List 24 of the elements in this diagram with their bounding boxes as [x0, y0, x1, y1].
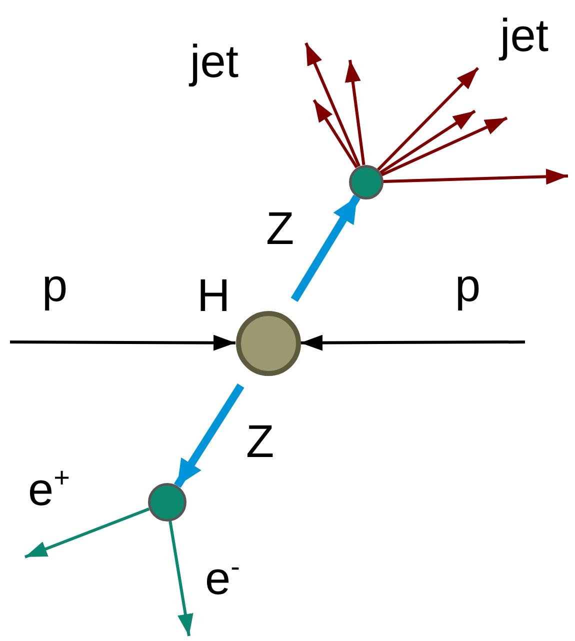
vertex-circle: [348, 164, 384, 200]
jet-label: jet: [190, 38, 239, 84]
arrow: [381, 116, 508, 176]
arrow: [304, 42, 361, 167]
arrow: [380, 110, 476, 174]
edge-label: e$^{-}$: [205, 555, 240, 601]
edge-label: e$^{+}$: [28, 466, 70, 512]
arrow: [383, 168, 568, 185]
jet-label: jet: [500, 12, 549, 58]
arrow: [312, 99, 358, 168]
arrow: [10, 334, 236, 351]
edge-label: p: [42, 262, 68, 308]
edge-label: p: [455, 262, 481, 308]
arrow: [377, 66, 480, 171]
arrow: [168, 520, 194, 636]
edge-label: Z: [266, 205, 294, 251]
edge-label: Z: [246, 418, 274, 464]
vertex-circle: [146, 482, 188, 522]
arrow: [290, 194, 360, 302]
arrow: [174, 383, 244, 488]
arrow: [344, 60, 366, 166]
arrow: [24, 508, 150, 558]
node-label: H: [197, 272, 230, 318]
arrow: [300, 334, 525, 351]
